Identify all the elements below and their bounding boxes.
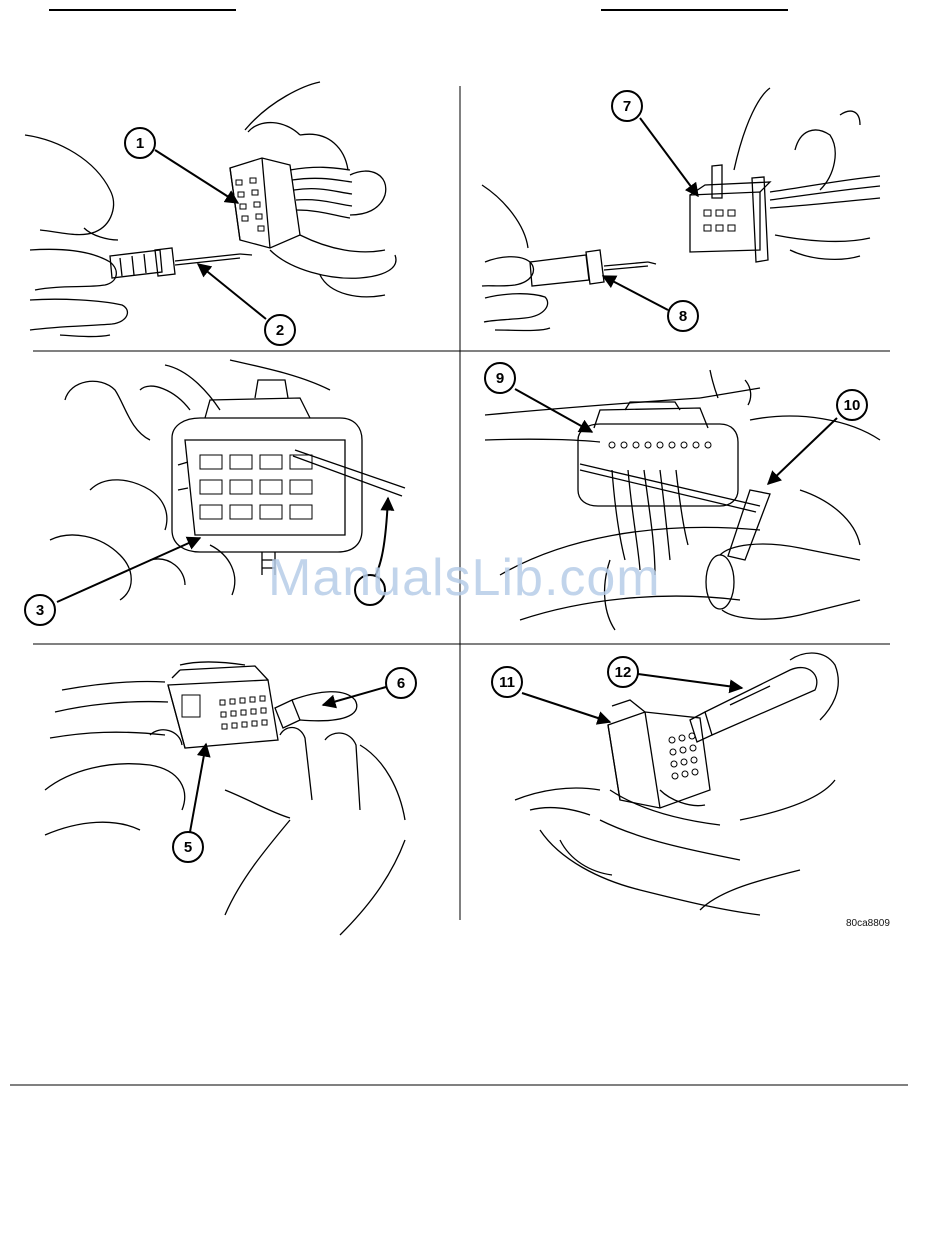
callout-8: 8: [668, 301, 698, 331]
svg-text:7: 7: [623, 98, 631, 115]
svg-text:8: 8: [679, 308, 687, 325]
leader-9: [515, 389, 592, 432]
callout-12: 12: [608, 657, 638, 687]
leader-11: [522, 693, 610, 722]
callout-7: 7: [612, 91, 642, 121]
leader-2: [198, 264, 266, 319]
svg-text:11: 11: [499, 674, 515, 691]
svg-text:12: 12: [615, 664, 632, 681]
panel-1-illustration: [25, 82, 396, 337]
callout-10: 10: [837, 390, 867, 420]
svg-text:2: 2: [276, 322, 284, 339]
leader-12: [638, 674, 742, 688]
callout-5: 5: [173, 832, 203, 862]
callout-bubbles: 1 2 3 5 6 7 8 9 10 11 12: [25, 91, 867, 862]
svg-text:5: 5: [184, 839, 192, 856]
watermark-text: ManualsLib.com: [268, 548, 661, 608]
leader-1: [155, 150, 238, 203]
figure-code: 80ca8809: [846, 918, 890, 929]
svg-text:3: 3: [36, 602, 44, 619]
panel-6-illustration: [515, 653, 838, 915]
callout-1: 1: [125, 128, 155, 158]
callout-3: 3: [25, 595, 55, 625]
leader-8: [603, 276, 668, 310]
leader-7: [640, 118, 698, 196]
callout-9: 9: [485, 363, 515, 393]
leader-6: [323, 687, 386, 705]
svg-text:1: 1: [136, 135, 144, 152]
leader-3: [57, 538, 200, 602]
svg-text:10: 10: [844, 397, 861, 414]
svg-text:9: 9: [496, 370, 504, 387]
callout-2: 2: [265, 315, 295, 345]
callout-11: 11: [492, 667, 522, 697]
panel-2-illustration: [482, 88, 880, 331]
callout-6: 6: [386, 668, 416, 698]
leader-5: [190, 744, 206, 832]
leader-10: [768, 418, 837, 484]
panel-5-illustration: [45, 662, 405, 935]
svg-text:6: 6: [397, 675, 405, 692]
